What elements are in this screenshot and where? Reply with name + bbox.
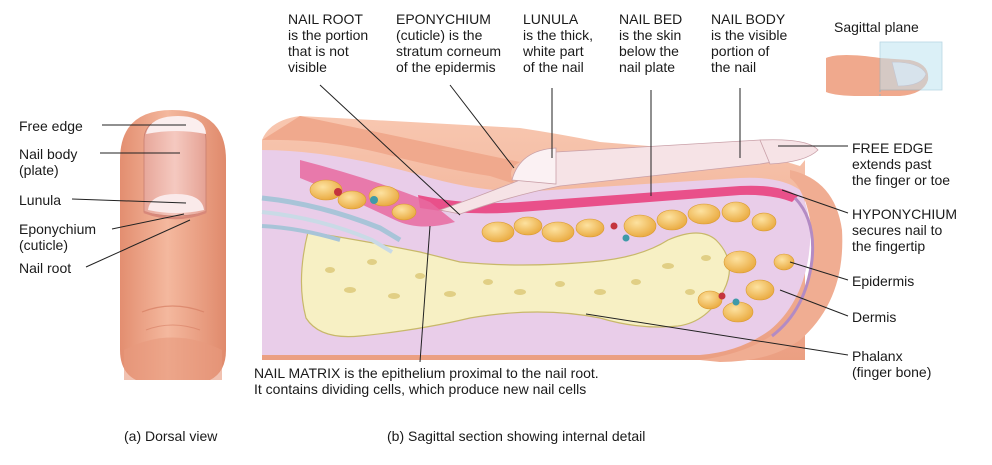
label-nail-root: NAIL ROOT is the portion that is not vis…	[288, 11, 369, 75]
caption-dorsal-view: (a) Dorsal view	[124, 428, 218, 444]
fat-lobules	[309, 179, 795, 323]
sagittal-section	[261, 116, 843, 362]
label-free-edge: FREE EDGE extends past the finger or toe	[852, 140, 951, 188]
label-phalanx: Phalanx (finger bone)	[852, 348, 932, 380]
dorsal-cuticle	[143, 210, 207, 220]
phalanx-bone	[300, 231, 731, 338]
label-nail-body: NAIL BODY is the visible portion of the …	[711, 11, 788, 75]
label-dorsal-nail-body: Nail body (plate)	[19, 146, 78, 178]
sagittal-plane-inset	[826, 41, 943, 96]
label-nail-bed: NAIL BED is the skin below the nail plat…	[619, 11, 683, 75]
lunula	[511, 147, 557, 185]
label-dorsal-eponychium: Eponychium (cuticle)	[19, 221, 97, 253]
label-dorsal-free-edge: Free edge	[19, 118, 83, 134]
label-eponychium: EPONYCHIUM (cuticle) is the stratum corn…	[396, 11, 502, 75]
label-dermis: Dermis	[852, 309, 897, 325]
label-nail-matrix: NAIL MATRIX is the epithelium proximal t…	[254, 365, 599, 397]
label-lunula: LUNULA is the thick, white part of the n…	[523, 11, 594, 75]
dorsal-finger	[120, 110, 226, 380]
label-sagittal-plane: Sagittal plane	[834, 19, 919, 35]
label-epidermis: Epidermis	[852, 273, 915, 289]
epidermis-band	[418, 185, 798, 214]
label-dorsal-nail-root: Nail root	[19, 260, 72, 276]
free-edge	[759, 139, 819, 165]
dorsal-lunula	[148, 194, 204, 213]
blood-vessels	[334, 188, 740, 306]
label-dorsal-lunula: Lunula	[19, 192, 62, 208]
caption-sagittal-section: (b) Sagittal section showing internal de…	[387, 428, 646, 444]
bone-trabeculae	[325, 255, 711, 299]
label-hyponychium: HYPONYCHIUM secures nail to the fingerti…	[852, 206, 958, 254]
sagittal-plane-rect	[879, 41, 943, 91]
leader-lines	[71, 84, 849, 363]
